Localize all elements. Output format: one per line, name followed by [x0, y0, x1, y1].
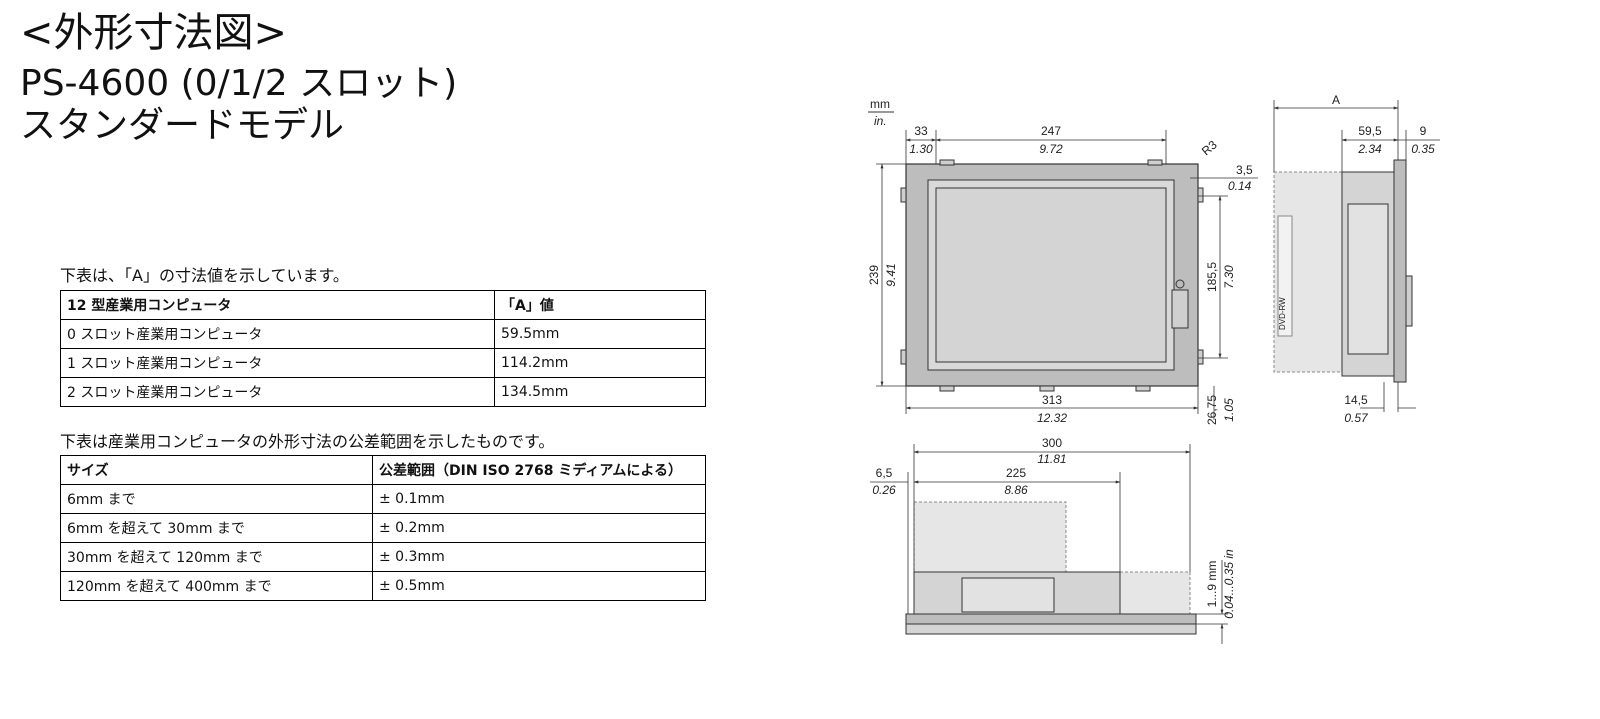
bottom-board [961, 577, 1055, 613]
dim-59-5-in: 2.34 [1357, 142, 1382, 156]
front-screen [935, 187, 1167, 363]
table-cell: 6mm を超えて 30mm まで [60, 513, 373, 543]
dim-313: 313 [1042, 393, 1062, 407]
table-header-cell: 「A」値 [494, 290, 706, 320]
table-a-caption: 下表は、「A」の寸法値を示しています。 [60, 266, 349, 285]
a-value-table: 12 型産業用コンピュータ 「A」値 0 スロット産業用コンピュータ 59.5m… [60, 290, 706, 407]
tolerance-table: サイズ 公差範囲（DIN ISO 2768 ミディアムによる） 6mm まで ±… [60, 455, 706, 601]
bottom-bezel [905, 623, 1197, 635]
table-cell: 134.5mm [494, 377, 706, 407]
side-dvd-slot [1277, 215, 1293, 337]
side-latch [1405, 275, 1413, 327]
unit-in-label: in. [874, 114, 887, 128]
front-view [900, 159, 1204, 392]
table-row: 0 スロット産業用コンピュータ 59.5mm [60, 319, 706, 349]
dim-185-5: 185,5 [1205, 262, 1219, 292]
table-tol-caption: 下表は産業用コンピュータの外形寸法の公差範囲を示したものです。 [60, 432, 555, 451]
dim-1-9: 1...9 mm [1205, 561, 1219, 608]
dim-3-5-in: 0.14 [1228, 179, 1252, 193]
table-cell: ± 0.2mm [372, 513, 706, 543]
table-row: 120mm を超えて 400mm まで ± 0.5mm [60, 571, 706, 601]
dim-6-5-in: 0.26 [872, 483, 896, 497]
bottom-ghost-box-2 [1119, 571, 1191, 615]
dim-239: 239 [867, 265, 881, 285]
bottom-ghost-box [913, 501, 1067, 573]
dim-33: 33 [914, 124, 928, 138]
unit-mm-label: mm [870, 97, 890, 111]
dim-9-in: 0.35 [1411, 142, 1435, 156]
table-cell: ± 0.5mm [372, 571, 706, 601]
dim-a: A [1332, 93, 1340, 107]
table-cell: 120mm を超えて 400mm まで [60, 571, 373, 601]
model-name: PS-4600 (0/1/2 スロット) [20, 63, 458, 104]
side-view: DVD-RW [1273, 159, 1413, 383]
dim-300: 300 [1042, 436, 1062, 450]
table-cell: 1 スロット産業用コンピュータ [60, 348, 495, 378]
dim-14-5: 14,5 [1344, 393, 1368, 407]
table-row: 6mm を超えて 30mm まで ± 0.2mm [60, 513, 706, 543]
page-title: <外形寸法図> [20, 10, 288, 56]
table-header-row: 12 型産業用コンピュータ 「A」値 [60, 290, 706, 320]
dim-225: 225 [1006, 466, 1026, 480]
bottom-front-frame [905, 613, 1197, 625]
table-header-cell: サイズ [60, 455, 373, 485]
dim-185-5-in: 7.30 [1222, 265, 1236, 289]
variant-name: スタンダードモデル [20, 105, 345, 146]
dim-3-5: 3,5 [1236, 163, 1253, 177]
table-cell: ± 0.1mm [372, 484, 706, 514]
table-cell: 59.5mm [494, 319, 706, 349]
side-board [1347, 203, 1389, 355]
table-cell: 2 スロット産業用コンピュータ [60, 377, 495, 407]
table-cell: 6mm まで [60, 484, 373, 514]
side-front-frame [1393, 159, 1407, 383]
dim-313-in: 12.32 [1037, 411, 1067, 425]
dimension-drawing: mm in. 33 1.30 247 9.72 [867, 93, 1440, 644]
front-knob [1175, 279, 1185, 289]
table-cell: 114.2mm [494, 348, 706, 378]
dim-247-in: 9.72 [1039, 142, 1063, 156]
dim-26-75: 26,75 [1205, 395, 1219, 425]
front-clips [900, 159, 1204, 392]
dim-247: 247 [1041, 124, 1061, 138]
table-row: 2 スロット産業用コンピュータ 134.5mm [60, 377, 706, 407]
table-row: 30mm を超えて 120mm まで ± 0.3mm [60, 542, 706, 572]
dim-9: 9 [1420, 124, 1427, 138]
bottom-view [905, 501, 1197, 635]
table-row: 1 スロット産業用コンピュータ 114.2mm [60, 348, 706, 378]
dim-225-in: 8.86 [1004, 483, 1028, 497]
dim-33-in: 1.30 [909, 142, 933, 156]
table-header-cell: 公差範囲（DIN ISO 2768 ミディアムによる） [372, 455, 706, 485]
dim-r3: R3 [1199, 138, 1220, 159]
dim-300-in: 11.81 [1037, 452, 1066, 466]
dim-26-75-in: 1.05 [1222, 398, 1236, 422]
dim-239-in: 9.41 [884, 263, 898, 286]
table-cell: ± 0.3mm [372, 542, 706, 572]
side-dvd-label: DVD-RW [1278, 297, 1287, 330]
dim-1-9-in: 0.04...0.35 in [1222, 549, 1236, 619]
front-latch [1171, 289, 1189, 329]
table-cell: 0 スロット産業用コンピュータ [60, 319, 495, 349]
table-row: 6mm まで ± 0.1mm [60, 484, 706, 514]
dim-6-5: 6,5 [876, 466, 893, 480]
table-cell: 30mm を超えて 120mm まで [60, 542, 373, 572]
table-header-cell: 12 型産業用コンピュータ [60, 290, 495, 320]
table-header-row: サイズ 公差範囲（DIN ISO 2768 ミディアムによる） [60, 455, 706, 485]
dim-14-5-in: 0.57 [1344, 411, 1369, 425]
dim-59-5: 59,5 [1358, 124, 1382, 138]
